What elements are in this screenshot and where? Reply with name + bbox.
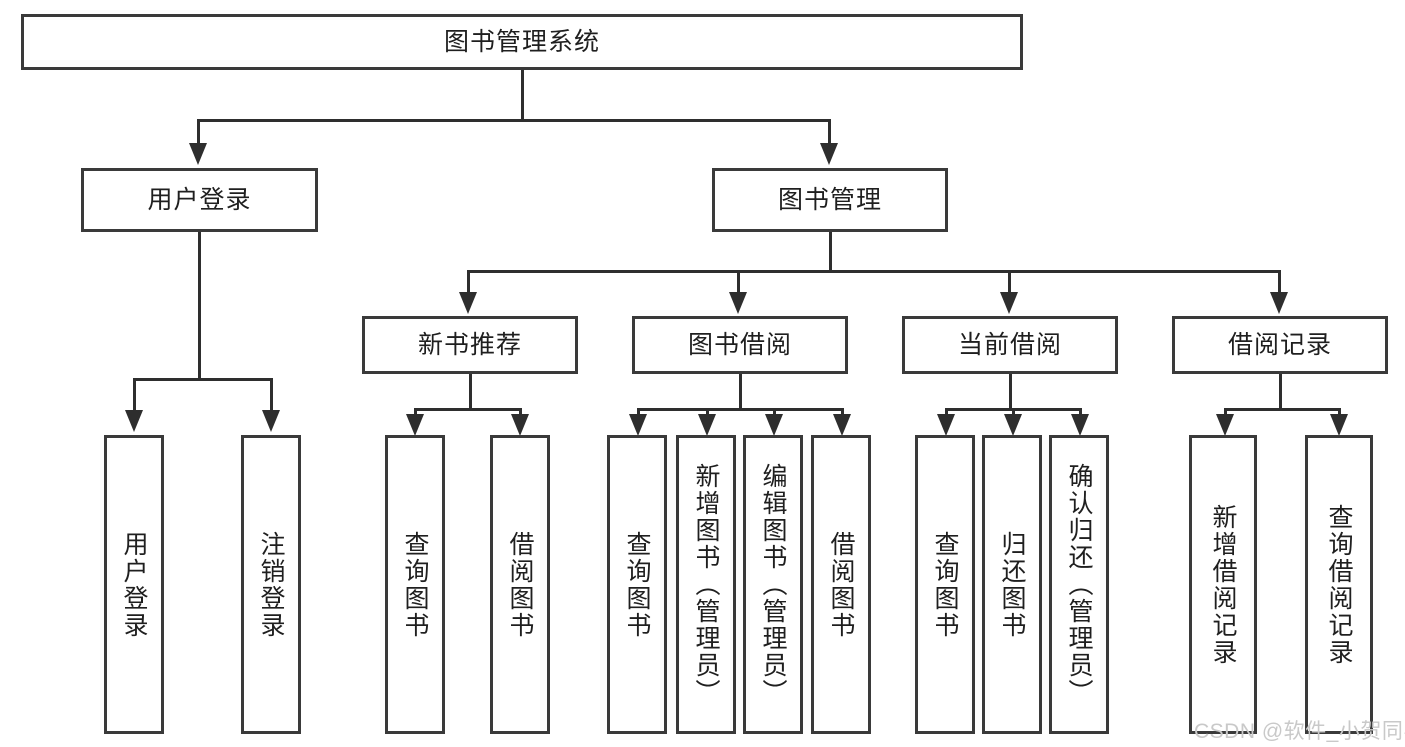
arrow-current-borrow-leaf-2 [1071, 414, 1089, 436]
leaf-current-borrow-1[interactable]: 归还图书 [982, 435, 1042, 734]
arrow-current-borrow-leaf-1 [1004, 414, 1022, 436]
edge-to-current-borrow [1008, 270, 1011, 294]
edge-root-stem [521, 70, 524, 120]
leaf-borrow-record-0[interactable]: 新增借阅记录 [1189, 435, 1257, 734]
node-new-book-recommend[interactable]: 新书推荐 [362, 316, 578, 374]
leaf-book-borrow-1[interactable]: 新增图书（管理员） [676, 435, 736, 734]
node-label: 图书管理系统 [443, 27, 600, 56]
leaf-current-borrow-2[interactable]: 确认归还（管理员） [1049, 435, 1109, 734]
leaf-book-borrow-2[interactable]: 编辑图书（管理员） [743, 435, 803, 734]
leaf-label: 查询借阅记录 [1325, 503, 1353, 666]
leaf-user-login-0[interactable]: 用户登录 [104, 435, 164, 734]
leaf-label: 归还图书 [998, 530, 1026, 639]
arrow-to-user-login [189, 143, 207, 165]
node-label: 当前借阅 [957, 330, 1062, 359]
leaf-label: 编辑图书（管理员） [759, 463, 787, 706]
arrow-user-login-leaf-1 [262, 410, 280, 432]
arrow-book-borrow-leaf-1 [698, 414, 716, 436]
leaf-label: 查询图书 [623, 530, 651, 639]
edge-book-borrow-stem [739, 374, 742, 410]
edge-borrow-record-stem [1279, 374, 1282, 410]
edge-book-borrow-bus [637, 408, 844, 411]
edge-user-login-stem [198, 232, 201, 380]
arrow-to-book-borrow [729, 292, 747, 314]
arrow-to-borrow-record [1270, 292, 1288, 314]
node-root-system[interactable]: 图书管理系统 [21, 14, 1023, 70]
arrow-book-borrow-leaf-2 [765, 414, 783, 436]
node-label: 图书管理 [777, 185, 882, 214]
leaf-new-book-0[interactable]: 查询图书 [385, 435, 445, 734]
leaf-current-borrow-0[interactable]: 查询图书 [915, 435, 975, 734]
arrow-new-book-leaf-0 [406, 414, 424, 436]
leaf-label: 确认归还（管理员） [1065, 463, 1093, 706]
edge-new-book-stem [469, 374, 472, 410]
leaf-label: 注销登录 [257, 530, 285, 639]
edge-new-book-bus [414, 408, 522, 411]
leaf-label: 用户登录 [120, 530, 148, 639]
arrow-to-new-book [459, 292, 477, 314]
edge-root-bus [197, 119, 831, 122]
arrow-book-borrow-leaf-0 [629, 414, 647, 436]
leaf-label: 新增图书（管理员） [692, 463, 720, 706]
leaf-user-login-1[interactable]: 注销登录 [241, 435, 301, 734]
leaf-borrow-record-1[interactable]: 查询借阅记录 [1305, 435, 1373, 734]
arrow-to-book-manage [820, 143, 838, 165]
edge-to-book-borrow [737, 270, 740, 294]
node-user-login[interactable]: 用户登录 [81, 168, 318, 232]
node-label: 新书推荐 [417, 330, 522, 359]
node-book-borrow[interactable]: 图书借阅 [632, 316, 848, 374]
node-label: 用户登录 [147, 185, 252, 214]
edge-to-borrow-record [1278, 270, 1281, 294]
arrow-new-book-leaf-1 [511, 414, 529, 436]
arrow-user-login-leaf-0 [125, 410, 143, 432]
arrow-borrow-record-leaf-0 [1216, 414, 1234, 436]
leaf-label: 查询图书 [401, 530, 429, 639]
leaf-label: 借阅图书 [827, 530, 855, 639]
node-current-borrow[interactable]: 当前借阅 [902, 316, 1118, 374]
leaf-label: 借阅图书 [506, 530, 534, 639]
edge-to-new-book [467, 270, 470, 294]
arrow-book-borrow-leaf-3 [833, 414, 851, 436]
edge-root-to-book-manage [828, 119, 831, 145]
arrow-to-current-borrow [1000, 292, 1018, 314]
leaf-label: 查询图书 [931, 530, 959, 639]
edge-book-manage-stem [829, 232, 832, 272]
node-label: 借阅记录 [1227, 330, 1332, 359]
edge-user-login-bus [133, 378, 272, 381]
edge-user-login-drop-0 [133, 378, 136, 412]
arrow-current-borrow-leaf-0 [937, 414, 955, 436]
node-label: 图书借阅 [687, 330, 792, 359]
leaf-book-borrow-3[interactable]: 借阅图书 [811, 435, 871, 734]
edge-user-login-drop-1 [270, 378, 273, 412]
edge-current-borrow-stem [1009, 374, 1012, 410]
edge-borrow-record-bus [1224, 408, 1341, 411]
node-book-manage[interactable]: 图书管理 [712, 168, 948, 232]
edge-book-manage-bus [467, 270, 1281, 273]
watermark-csdn: CSDN @软件_小贺同学 [1194, 720, 1405, 743]
arrow-borrow-record-leaf-1 [1330, 414, 1348, 436]
leaf-label: 新增借阅记录 [1209, 503, 1237, 666]
leaf-new-book-1[interactable]: 借阅图书 [490, 435, 550, 734]
edge-root-to-user-login [197, 119, 200, 145]
node-borrow-record[interactable]: 借阅记录 [1172, 316, 1388, 374]
leaf-book-borrow-0[interactable]: 查询图书 [607, 435, 667, 734]
